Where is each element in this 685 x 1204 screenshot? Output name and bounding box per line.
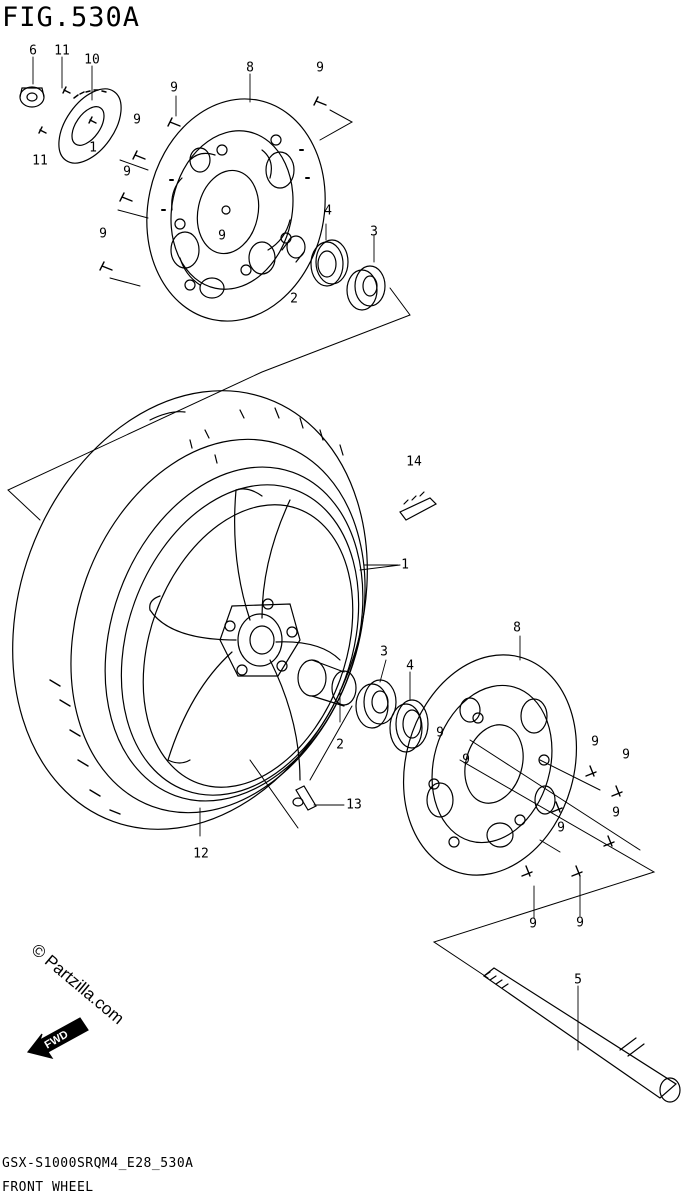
callout-label: 9: [529, 916, 537, 932]
upper-brake-disc: [127, 82, 346, 338]
upper-disc-bolts: [39, 87, 326, 270]
callout-leaders: [33, 57, 580, 1050]
callout-label: 5: [574, 972, 582, 988]
upper-bearing-3: [347, 266, 385, 310]
callout-label: 4: [324, 203, 332, 219]
callout-label: 9: [436, 725, 444, 741]
upper-bearing-4: [311, 240, 348, 286]
callout-label: 9: [170, 80, 178, 96]
callout-label: 9: [218, 228, 226, 244]
callout-label: 4: [406, 658, 414, 674]
callout-label: 9: [99, 226, 107, 242]
callout-label: 9: [557, 820, 565, 836]
balancer-weight: [400, 492, 436, 520]
figure-title: FIG.530A: [2, 2, 141, 33]
callout-label: 9: [462, 752, 470, 768]
callout-label: 8: [513, 620, 521, 636]
callout-label: 9: [123, 164, 131, 180]
lower-brake-disc: [378, 634, 601, 896]
callout-label: 12: [193, 846, 209, 862]
callout-label: 13: [346, 797, 362, 813]
lower-disc-bolts: [522, 766, 622, 876]
model-code: GSX-S1000SRQM4_E28_530A: [2, 1156, 194, 1171]
callout-label: 9: [316, 60, 324, 76]
upper-spacer: [282, 236, 305, 262]
front-wheel-rim: [61, 431, 408, 838]
fwd-arrow-shape: [28, 1018, 88, 1058]
callout-label: 6: [29, 43, 37, 59]
upper-assembly-lines: [8, 110, 410, 520]
callout-label: 9: [612, 805, 620, 821]
callout-label: 2: [336, 737, 344, 753]
air-valve: [293, 786, 316, 810]
lower-bearing-4: [390, 700, 428, 752]
callout-label: 11: [54, 43, 70, 59]
callout-label: 9: [591, 734, 599, 750]
callout-label: 1: [401, 557, 409, 573]
callout-label: 8: [246, 60, 254, 76]
lower-assembly-lines: [250, 565, 654, 978]
callout-label: 3: [380, 644, 388, 660]
front-axle: [484, 968, 680, 1102]
axle-nut: [20, 87, 44, 107]
callout-label: 9: [133, 112, 141, 128]
callout-label: 10: [84, 52, 100, 68]
callout-label: 9: [576, 915, 584, 931]
lower-bearing-3: [356, 680, 396, 728]
callout-label: 3: [370, 224, 378, 240]
callout-label: 9: [622, 747, 630, 763]
callout-label: 11: [32, 153, 48, 169]
sensor-rotor: [46, 78, 133, 174]
callout-label: 1: [89, 140, 97, 156]
callout-label: 2: [290, 291, 298, 307]
lower-spacer: [298, 660, 356, 706]
callout-label: 14: [406, 454, 422, 470]
figure-caption: FRONT WHEEL: [2, 1180, 94, 1195]
